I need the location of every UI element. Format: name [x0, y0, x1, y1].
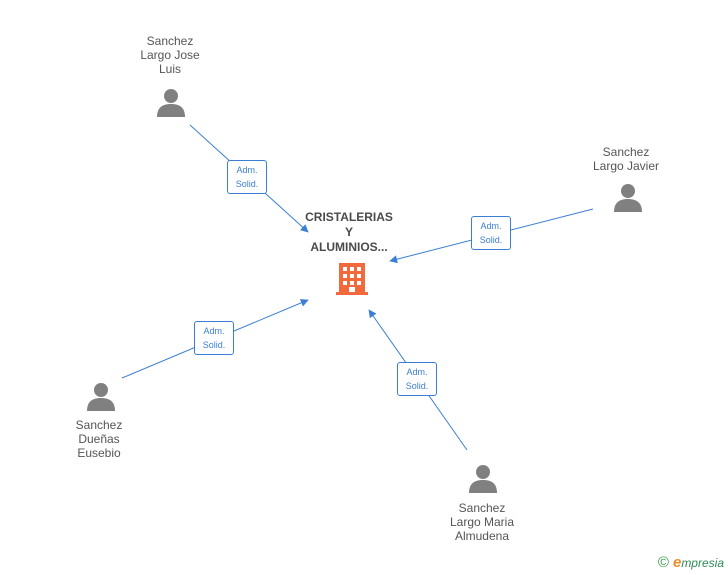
brand-initial: e [672, 554, 682, 571]
copyright-symbol: © [657, 554, 669, 571]
person-icon[interactable] [156, 88, 186, 118]
person-label-p1[interactable]: Sanchez Largo Jose Luis [140, 34, 200, 76]
person-icon[interactable] [468, 464, 498, 494]
person-label-p3[interactable]: Sanchez Dueñas Eusebio [75, 418, 123, 460]
person-icon[interactable] [613, 183, 643, 213]
building-icon[interactable] [336, 262, 368, 296]
edge-role-badge-p3: Adm. Solid. [194, 321, 234, 355]
brand-name: mpresia [681, 556, 724, 570]
person-label-p4[interactable]: Sanchez Largo Maria Almudena [449, 501, 515, 543]
brand-logo[interactable]: empresia [673, 554, 724, 571]
brand-footer[interactable]: © empresia [658, 554, 724, 571]
edge-role-badge-p4: Adm. Solid. [397, 362, 437, 396]
person-label-p2[interactable]: Sanchez Largo Javier [592, 145, 660, 173]
company-label[interactable]: CRISTALERIAS Y ALUMINIOS... [305, 210, 393, 254]
edge-role-badge-p1: Adm. Solid. [227, 160, 267, 194]
person-icon[interactable] [86, 382, 116, 412]
edge-role-badge-p2: Adm. Solid. [471, 216, 511, 250]
